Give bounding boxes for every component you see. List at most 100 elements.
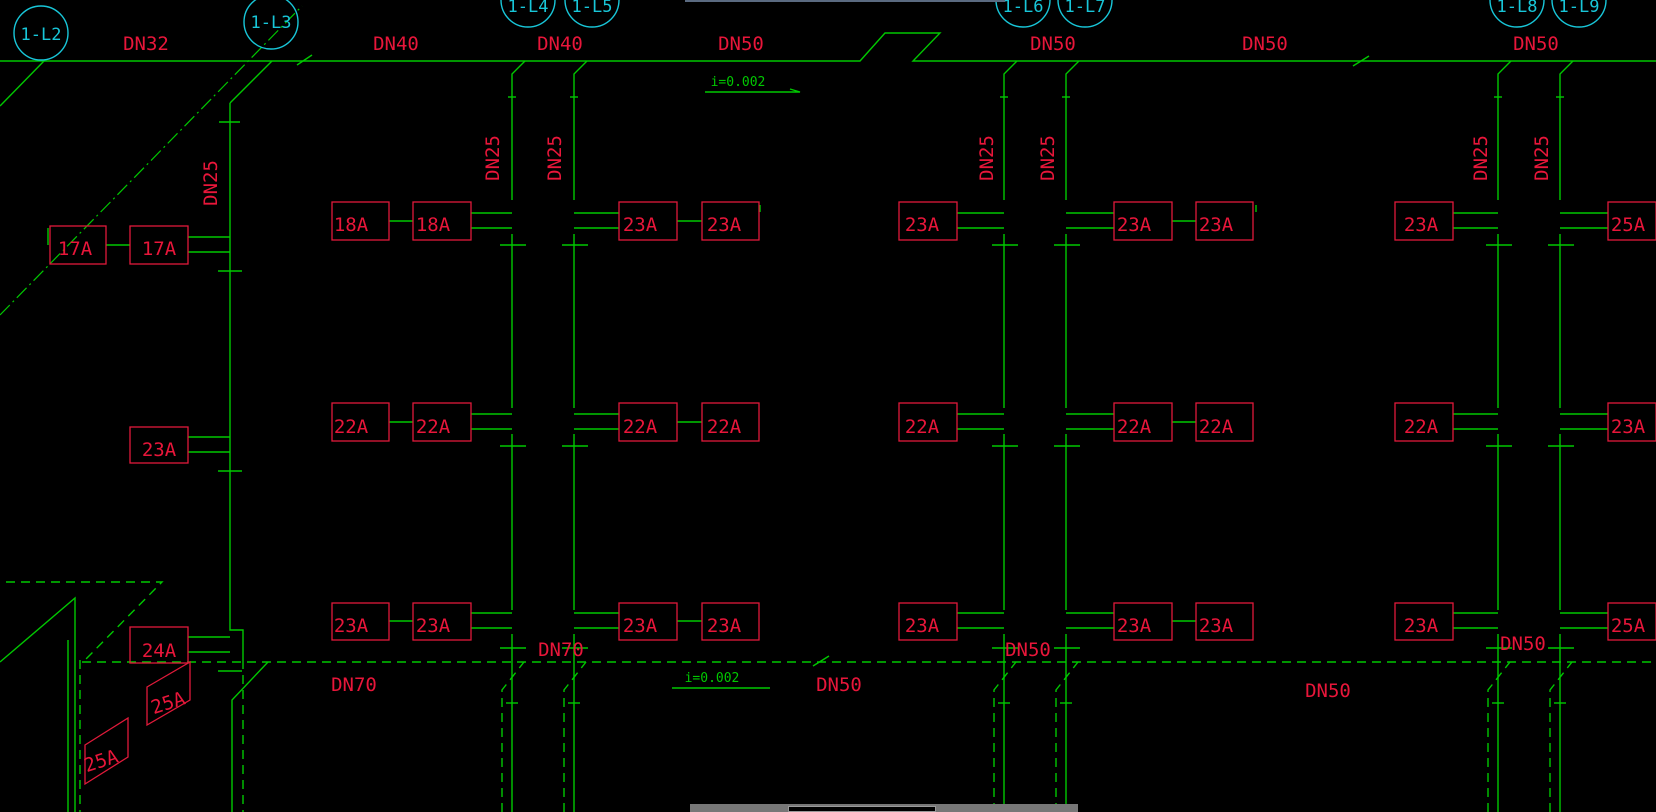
pipe-label: DN50 xyxy=(718,33,764,55)
pipe-network xyxy=(0,5,1656,812)
radiator-label: 25A xyxy=(1611,214,1646,236)
pipe-label: DN50 xyxy=(816,674,862,696)
slope-annotation: i=0.002 xyxy=(685,671,740,686)
radiator-label: 22A xyxy=(905,416,940,438)
branch-pipe xyxy=(0,60,45,107)
radiator-label: 23A xyxy=(1404,615,1439,637)
branch-pipe xyxy=(229,60,273,104)
radiator-label: 22A xyxy=(1117,416,1152,438)
radiator xyxy=(412,602,472,641)
pipe-label-vertical: DN25 xyxy=(544,135,566,181)
return-branch xyxy=(6,581,164,661)
radiator-boxes xyxy=(49,201,1656,786)
riser-tag-circle xyxy=(1057,0,1113,28)
radiator-label: 23A xyxy=(142,439,177,461)
radiator xyxy=(701,402,760,442)
pipe-label-vertical: DN25 xyxy=(1531,135,1553,181)
radiator-label: 18A xyxy=(416,214,451,236)
slope-arrow xyxy=(705,88,801,93)
scrollbar-thumb[interactable] xyxy=(788,806,936,812)
radiator-label: 23A xyxy=(1117,214,1152,236)
radiator-label: 17A xyxy=(58,238,93,260)
riser-pipe xyxy=(229,103,244,660)
riser-pipe xyxy=(1497,60,1512,200)
riser-tag-circle xyxy=(1551,0,1607,28)
radiator xyxy=(618,602,678,641)
radiator xyxy=(84,716,129,786)
return-branch xyxy=(993,661,1017,812)
radiator xyxy=(618,402,678,442)
radiator xyxy=(1607,201,1656,241)
slope-annotation: i=0.002 xyxy=(711,75,766,90)
radiator-label: 25A xyxy=(148,687,188,719)
radiator xyxy=(1113,602,1173,641)
riser-pipe xyxy=(1065,60,1080,200)
valve-mark xyxy=(1352,55,1370,67)
pipe-label-vertical: DN25 xyxy=(976,135,998,181)
radiator-label: 22A xyxy=(1404,416,1439,438)
radiator-label: 23A xyxy=(1611,416,1646,438)
radiator-label: 22A xyxy=(1199,416,1234,438)
radiator xyxy=(1195,402,1254,442)
riser-tag-circle xyxy=(13,5,69,61)
radiator-label: 23A xyxy=(707,214,742,236)
radiator xyxy=(701,602,760,641)
radiator xyxy=(146,660,191,727)
radiator xyxy=(1394,602,1454,641)
pipe-label: DN50 xyxy=(1030,33,1076,55)
pipe-label: DN70 xyxy=(331,674,377,696)
radiator xyxy=(1607,402,1656,442)
radiator-label: 23A xyxy=(334,615,369,637)
radiator-label: 25A xyxy=(1611,615,1646,637)
radiator xyxy=(701,201,760,241)
return-branch xyxy=(1055,661,1079,812)
radiator-label: 22A xyxy=(416,416,451,438)
radiator xyxy=(331,602,390,641)
radiator-label: 23A xyxy=(1117,615,1152,637)
radiator-label: 22A xyxy=(707,416,742,438)
radiator xyxy=(49,225,107,265)
return-branch xyxy=(231,661,269,812)
return-branch xyxy=(1487,661,1511,812)
pipe-label: DN50 xyxy=(1305,680,1351,702)
radiator-label: 25A xyxy=(81,745,121,777)
pipe-label: DN50 xyxy=(1242,33,1288,55)
radiator xyxy=(1113,201,1173,241)
radiator xyxy=(129,225,189,265)
radiator xyxy=(1607,602,1656,641)
riser-pipe xyxy=(511,60,526,200)
radiator xyxy=(898,402,958,442)
riser-tag-circle xyxy=(500,0,556,28)
radiator xyxy=(129,626,189,664)
radiator-label: 18A xyxy=(334,214,369,236)
riser-tag-L8: 1-L8 xyxy=(1497,0,1538,17)
riser-tag-circle xyxy=(564,0,620,28)
pipe-label-vertical: DN25 xyxy=(1037,135,1059,181)
riser-tag-L7: 1-L7 xyxy=(1065,0,1106,17)
radiator-label: 23A xyxy=(416,615,451,637)
viewport-top-bar xyxy=(685,0,1005,2)
radiator xyxy=(898,201,958,241)
radiator-label: 23A xyxy=(1199,615,1234,637)
riser-tag-L4: 1-L4 xyxy=(508,0,549,17)
pipe-label-vertical: DN25 xyxy=(1470,135,1492,181)
riser-pipe xyxy=(1559,60,1574,200)
radiator-label: 24A xyxy=(142,640,177,662)
riser-tag-circles xyxy=(13,0,1607,61)
riser-tag-circle xyxy=(1489,0,1545,28)
radiator-label: 17A xyxy=(142,238,177,260)
riser-tag-L6: 1-L6 xyxy=(1003,0,1044,17)
pipe-label: DN50 xyxy=(1513,33,1559,55)
radiator-label: 23A xyxy=(623,615,658,637)
horizontal-scrollbar[interactable] xyxy=(690,804,1078,812)
radiator-label: 23A xyxy=(1404,214,1439,236)
radiator-label: 23A xyxy=(623,214,658,236)
radiator xyxy=(1113,402,1173,442)
valve-mark xyxy=(812,655,830,667)
radiator-labels: 17A 17A 23A 24A 25A 25A 18A 18A 23A 23A … xyxy=(58,214,1646,777)
radiator xyxy=(412,201,472,241)
return-branch xyxy=(563,661,587,812)
pipe-label: DN40 xyxy=(537,33,583,55)
radiator xyxy=(331,402,390,442)
